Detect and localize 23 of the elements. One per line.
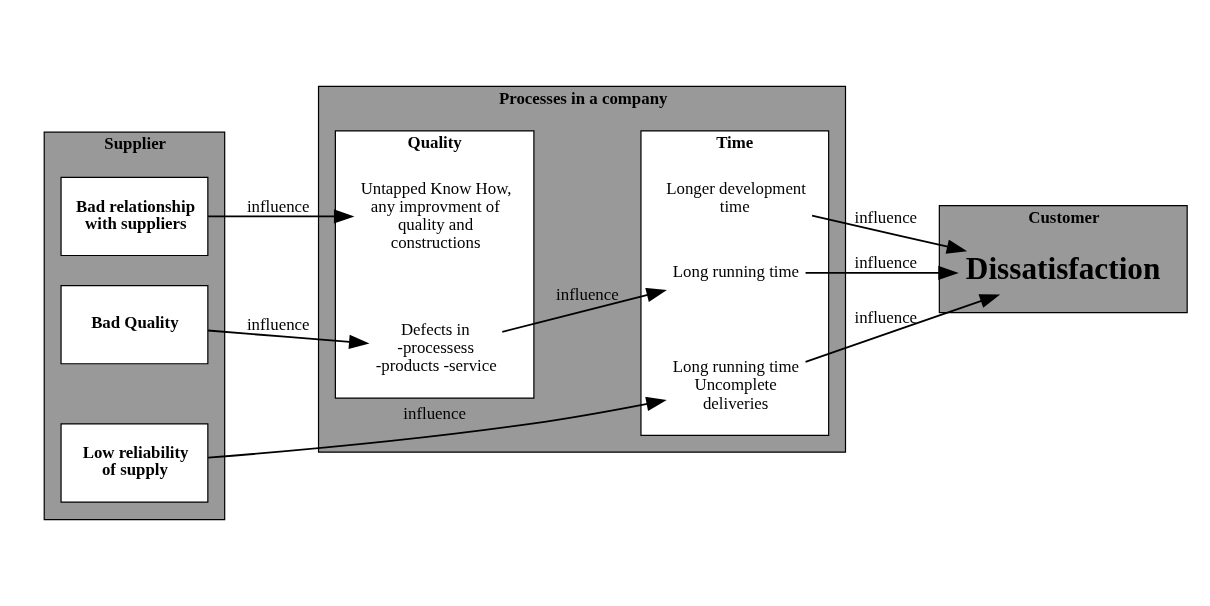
node-text: Long running time Uncomplete deliveries [672,357,800,413]
edge-label: influence [246,196,310,216]
node-box: Bad relationship with suppliers [60,176,209,257]
arrow [207,396,667,459]
edge-label: influence [403,403,466,423]
node-text: Defects in -processess -products -service [375,320,497,376]
edge-label: influence [854,307,918,327]
node-text: Dissatisfaction [965,251,1161,287]
arrow [804,294,1001,363]
arrow [804,265,959,281]
arrow [501,288,667,333]
node-box: Low reliability of supply [60,423,209,503]
arrow [207,329,370,350]
edge-label: influence [854,207,918,227]
edge-label: influence [246,314,310,334]
edge-label: influence [854,253,918,273]
node-text: Longer development time [666,178,806,216]
node-text: Long running time [672,262,800,282]
edge-label: influence [556,284,619,304]
node-box: Bad Quality [60,284,209,365]
arrow [811,214,968,254]
arrow [207,209,355,224]
node-text: Untapped Know How, any improvment of quality and constructions [360,178,512,252]
